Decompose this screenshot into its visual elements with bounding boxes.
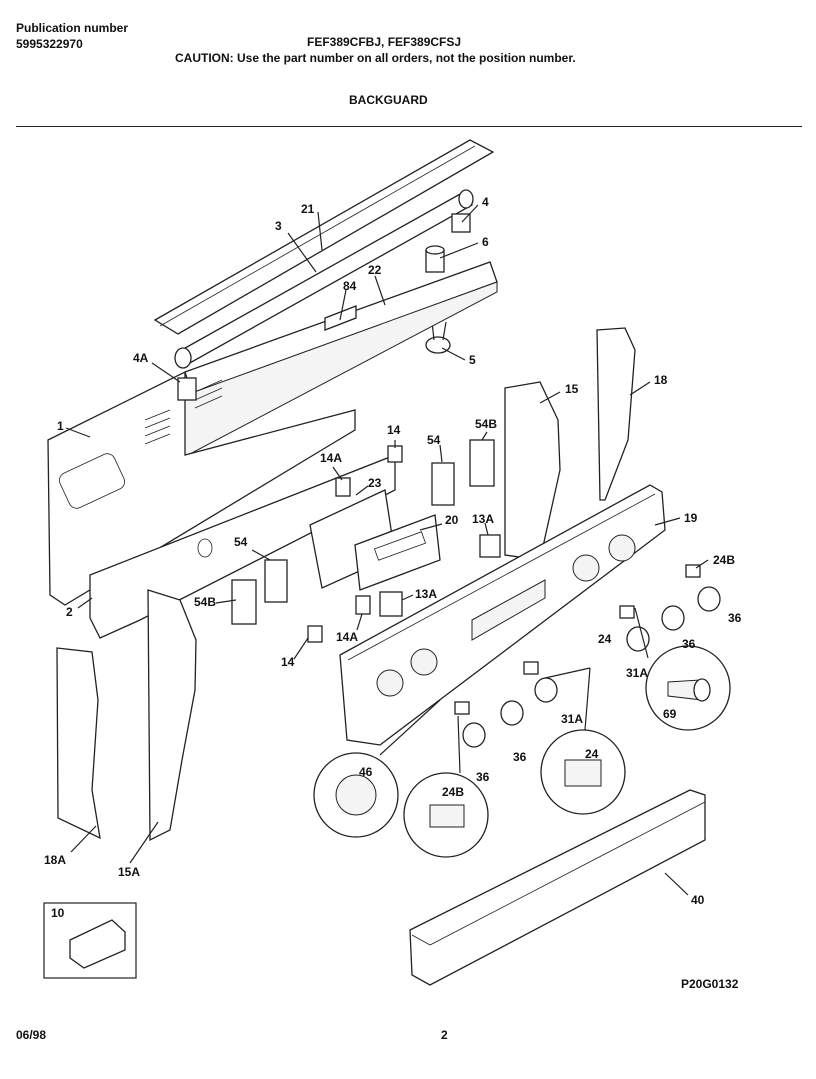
callout-label: 6 (482, 235, 489, 249)
callout-label: 54 (234, 535, 248, 549)
part-control-panel (339, 484, 666, 746)
part-knob-1 (697, 586, 721, 612)
part-rocker-24-left (523, 661, 539, 675)
callout-label: 46 (359, 765, 373, 779)
part-switch-54 (431, 462, 455, 506)
callout-label: 14A (320, 451, 342, 465)
part-lamp-tube (174, 189, 474, 369)
part-switch-54b (469, 439, 495, 487)
callout-label: 13A (472, 512, 494, 526)
callout-label: 22 (368, 263, 382, 277)
part-switch-54-lower (264, 559, 288, 603)
callout-label: 20 (445, 513, 459, 527)
page-number: 2 (441, 1028, 448, 1042)
callout-label: 23 (368, 476, 382, 490)
callout-label: 14 (387, 423, 401, 437)
footer-date: 06/98 (16, 1028, 47, 1042)
publication-label: Publication number (16, 21, 129, 35)
callout-label: 31A (626, 666, 648, 680)
part-switch-14 (387, 445, 403, 463)
callout-label: 69 (663, 707, 677, 721)
part-side-bracket-right (504, 381, 561, 561)
model-numbers: FEF389CFBJ, FEF389CFSJ (307, 35, 462, 49)
callout-label: 15A (118, 865, 140, 879)
callout-label: 19 (684, 511, 698, 525)
detail-knob-46 (313, 752, 399, 838)
part-end-cap-left (56, 647, 101, 840)
callout-label: 10 (51, 906, 65, 920)
callout-label: 1 (57, 419, 64, 433)
part-switch-14a-lower (355, 595, 371, 615)
part-knob-31a-left (534, 677, 558, 703)
callout-label: 36 (682, 637, 696, 651)
part-relay-13a (479, 534, 501, 558)
part-electronic-timer (354, 514, 441, 591)
callout-label: 54B (194, 595, 216, 609)
detail-rocker-24b (403, 772, 489, 858)
callout-label: 14 (281, 655, 295, 669)
callout-label: 54B (475, 417, 497, 431)
callout-label: 24B (442, 785, 464, 799)
callout-label: 4 (482, 195, 489, 209)
part-rocker-24 (619, 605, 635, 619)
part-end-cap-right (596, 327, 636, 501)
part-knob-31a-right (626, 626, 650, 652)
callout-label: 40 (691, 893, 705, 907)
detail-screw-69 (645, 645, 731, 731)
part-knob-3 (500, 700, 524, 726)
part-relay-13a-lower (379, 591, 403, 617)
callout-label: 18A (44, 853, 66, 867)
callout-label: 21 (301, 202, 315, 216)
callout-label: 24 (585, 747, 599, 761)
part-lamp-holder-left (177, 377, 197, 401)
callout-label: 2 (66, 605, 73, 619)
callout-label: 24B (713, 553, 735, 567)
part-switch-14a (335, 477, 351, 497)
part-front-trim (409, 789, 706, 986)
section-title: BACKGUARD (349, 93, 428, 107)
callout-label: 36 (476, 770, 490, 784)
part-knob-4 (462, 722, 486, 748)
inset-transformer (43, 902, 137, 979)
callout-label: 54 (427, 433, 441, 447)
caution-note: CAUTION: Use the part number on all orde… (175, 51, 576, 65)
callout-label: 5 (469, 353, 476, 367)
callout-label: 4A (133, 351, 149, 365)
detail-rocker-24 (540, 729, 626, 815)
header-rule (16, 126, 802, 127)
callout-label: 18 (654, 373, 668, 387)
publication-number: 5995322970 (16, 37, 83, 51)
callout-label: 24 (598, 632, 612, 646)
callout-label: 36 (513, 750, 527, 764)
callout-label: 84 (343, 279, 357, 293)
part-switch-14-lower (307, 625, 323, 643)
part-backguard-bracket (149, 261, 498, 456)
part-knob-2 (661, 605, 685, 631)
part-rocker-24b-left (454, 701, 470, 715)
figure-code: P20G0132 (681, 977, 739, 991)
callout-label: 31A (561, 712, 583, 726)
callout-label: 36 (728, 611, 742, 625)
callout-label: 3 (275, 219, 282, 233)
callout-label: 15 (565, 382, 579, 396)
part-switch-54b-lower (231, 579, 257, 625)
callout-label: 14A (336, 630, 358, 644)
part-side-bracket-left (147, 589, 197, 842)
part-trim-strip (153, 139, 495, 335)
callout-label: 13A (415, 587, 437, 601)
